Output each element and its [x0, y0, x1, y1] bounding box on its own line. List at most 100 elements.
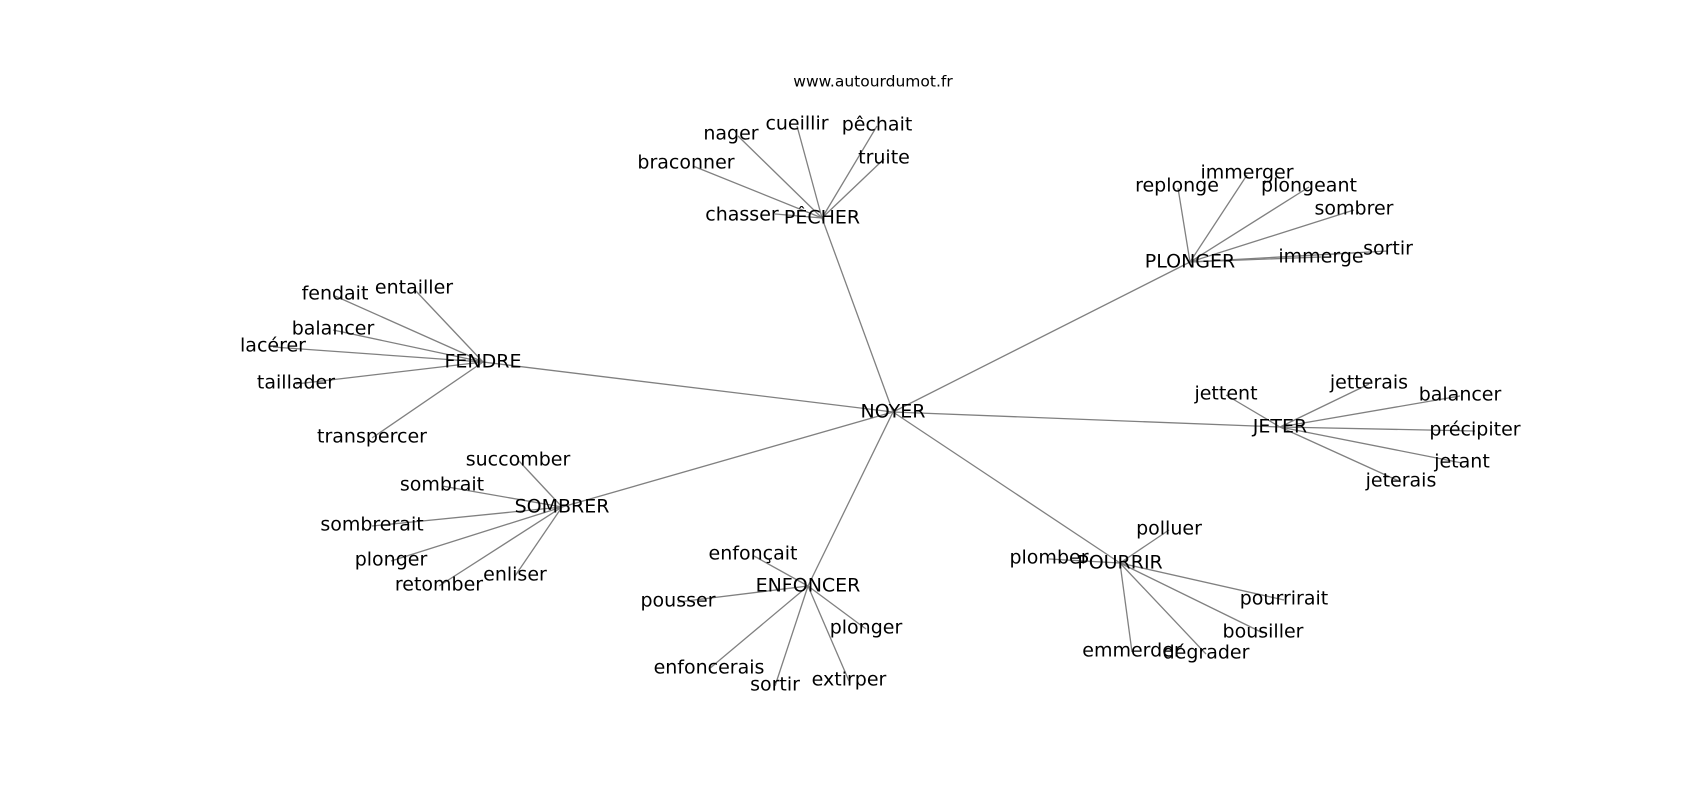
edge-sombrer-leaf-0	[518, 460, 563, 508]
leaf-label-sombrer-5[interactable]: enliser	[483, 564, 547, 586]
leaf-label-pecher-5[interactable]: truite	[858, 147, 910, 169]
edge-jeter-leaf-3	[1279, 426, 1476, 432]
leaf-label-plonger-4[interactable]: immerge	[1278, 246, 1363, 268]
leaf-label-jeter-4[interactable]: jetant	[1433, 451, 1490, 473]
leaf-label-enfoncer-1[interactable]: pousser	[640, 590, 715, 612]
leaf-label-pourrir-4[interactable]: dégrader	[1163, 642, 1250, 664]
edge-sombrer-leaf-3	[390, 506, 563, 562]
edge-pourrir-leaf-2	[1119, 562, 1285, 601]
leaf-label-fendre-4[interactable]: taillader	[257, 372, 335, 394]
edge-pourrir-leaf-4	[1119, 562, 1207, 655]
hub-label-enfoncer[interactable]: ENFONCER	[756, 575, 861, 597]
edge-center-enfoncer	[807, 411, 894, 587]
edge-sombrer-leaf-5	[514, 506, 563, 577]
hub-label-plonger[interactable]: PLONGER	[1145, 251, 1235, 273]
leaf-label-enfoncer-2[interactable]: enfoncerais	[654, 657, 765, 679]
leaf-label-plonger-1[interactable]: immerger	[1200, 162, 1293, 184]
edge-jeter-leaf-5	[1279, 426, 1402, 483]
labels-layer: chasser braconner nager cueillir pêchait trui…	[240, 113, 1521, 696]
leaf-label-enfoncer-4[interactable]: extirper	[812, 669, 887, 691]
center-label[interactable]: NOYER	[861, 401, 926, 423]
edge-enfoncer-leaf-1	[677, 585, 809, 603]
leaf-label-plonger-3[interactable]: sombrer	[1315, 198, 1394, 220]
leaf-label-enfoncer-0[interactable]: enfonçait	[709, 543, 798, 565]
edge-pourrir-leaf-0	[1119, 529, 1170, 564]
leaf-label-pecher-2[interactable]: nager	[703, 123, 758, 145]
edge-enfoncer-leaf-2	[708, 585, 809, 670]
leaf-label-sombrer-1[interactable]: sombrait	[400, 474, 484, 496]
edge-center-plonger	[892, 261, 1191, 413]
edge-enfoncer-leaf-5	[807, 585, 867, 630]
edge-center-sombrer	[561, 411, 894, 508]
leaf-label-jeter-2[interactable]: balancer	[1419, 384, 1502, 406]
edge-pourrir-leaf-1	[1048, 558, 1121, 564]
leaf-label-pecher-4[interactable]: pêchait	[842, 114, 913, 136]
edge-plonger-leaf-5	[1189, 250, 1389, 263]
leaf-label-enfoncer-3[interactable]: sortir	[750, 674, 800, 696]
leaf-label-pourrir-3[interactable]: bousiller	[1223, 621, 1304, 643]
leaf-label-sombrer-0[interactable]: succomber	[466, 449, 571, 471]
leaf-label-jeter-5[interactable]: jeterais	[1365, 470, 1437, 492]
leaf-label-fendre-5[interactable]: transpercer	[317, 426, 427, 448]
leaf-label-fendre-3[interactable]: lacérer	[240, 335, 306, 357]
edge-jeter-leaf-4	[1279, 426, 1463, 464]
leaf-label-enfoncer-5[interactable]: plonger	[830, 617, 903, 639]
leaf-label-sombrer-2[interactable]: sombrerait	[320, 514, 423, 536]
leaf-label-pecher-0[interactable]: chasser	[705, 204, 779, 226]
site-credit: www.autourdumot.fr	[793, 73, 953, 91]
hub-label-pourrir[interactable]: POURRIR	[1077, 552, 1163, 574]
leaf-label-pecher-3[interactable]: cueillir	[765, 113, 828, 135]
edge-pecher-leaf-2	[737, 135, 823, 219]
leaf-label-plonger-2[interactable]: plongeant	[1261, 175, 1357, 197]
edge-center-pourrir	[892, 411, 1121, 564]
edge-center-jeter	[892, 411, 1281, 428]
edge-sombrer-leaf-4	[438, 506, 563, 587]
edge-pecher-leaf-1	[692, 165, 823, 219]
edge-center-pecher	[821, 217, 894, 413]
edge-fendre-leaf-0	[334, 295, 484, 363]
leaf-label-fendre-0[interactable]: fendait	[302, 283, 369, 305]
hub-label-sombrer[interactable]: SOMBRER	[515, 496, 610, 518]
edge-enfoncer-leaf-3	[774, 585, 809, 687]
edge-pourrir-leaf-5	[1119, 562, 1133, 653]
edge-fendre-leaf-2	[332, 329, 484, 363]
leaf-label-pourrir-0[interactable]: polluer	[1136, 518, 1202, 540]
leaf-label-pourrir-2[interactable]: pourrirait	[1240, 588, 1328, 610]
hub-label-fendre[interactable]: FENDRE	[445, 351, 522, 373]
leaf-label-sombrer-4[interactable]: retomber	[395, 574, 483, 596]
edge-center-fendre	[482, 361, 894, 413]
edge-jeter-leaf-2	[1279, 395, 1461, 428]
leaf-label-plonger-0[interactable]: replonge	[1135, 175, 1219, 197]
edge-enfoncer-leaf-4	[807, 585, 850, 682]
edge-plonger-leaf-2	[1189, 186, 1310, 263]
hub-label-jeter[interactable]: JETER	[1252, 416, 1307, 438]
leaf-label-pourrir-5[interactable]: emmerder	[1082, 640, 1182, 662]
leaf-label-sombrer-3[interactable]: plonger	[355, 549, 428, 571]
edge-fendre-leaf-1	[413, 288, 484, 363]
edge-fendre-leaf-3	[272, 346, 484, 363]
edge-pourrir-leaf-3	[1119, 562, 1264, 634]
edge-jeter-leaf-1	[1279, 383, 1370, 428]
edge-plonger-leaf-1	[1189, 174, 1248, 263]
leaf-label-plonger-5[interactable]: sortir	[1363, 238, 1413, 260]
edge-fendre-leaf-5	[371, 361, 484, 439]
leaf-label-pecher-1[interactable]: braconner	[637, 152, 734, 174]
leaf-label-jeter-3[interactable]: précipiter	[1429, 419, 1520, 441]
leaf-label-jeter-1[interactable]: jetterais	[1329, 372, 1408, 394]
leaf-label-fendre-2[interactable]: balancer	[292, 318, 375, 340]
edge-plonger-leaf-3	[1189, 209, 1355, 263]
leaf-label-fendre-1[interactable]: entailler	[375, 277, 453, 299]
leaf-label-jeter-0[interactable]: jettent	[1193, 383, 1257, 405]
leaf-label-pourrir-1[interactable]: plomber	[1009, 547, 1088, 569]
edge-pecher-leaf-3	[796, 125, 823, 219]
edge-sombrer-leaf-2	[371, 506, 563, 527]
edge-pecher-leaf-0	[774, 213, 823, 219]
edges-layer	[272, 125, 1476, 687]
edge-pecher-leaf-4	[821, 125, 878, 219]
edge-enfoncer-leaf-0	[753, 555, 809, 587]
edge-jeter-leaf-0	[1225, 394, 1281, 428]
hub-label-pecher[interactable]: PÊCHER	[784, 206, 860, 229]
edge-fendre-leaf-4	[295, 361, 484, 385]
edge-pecher-leaf-5	[821, 158, 885, 219]
